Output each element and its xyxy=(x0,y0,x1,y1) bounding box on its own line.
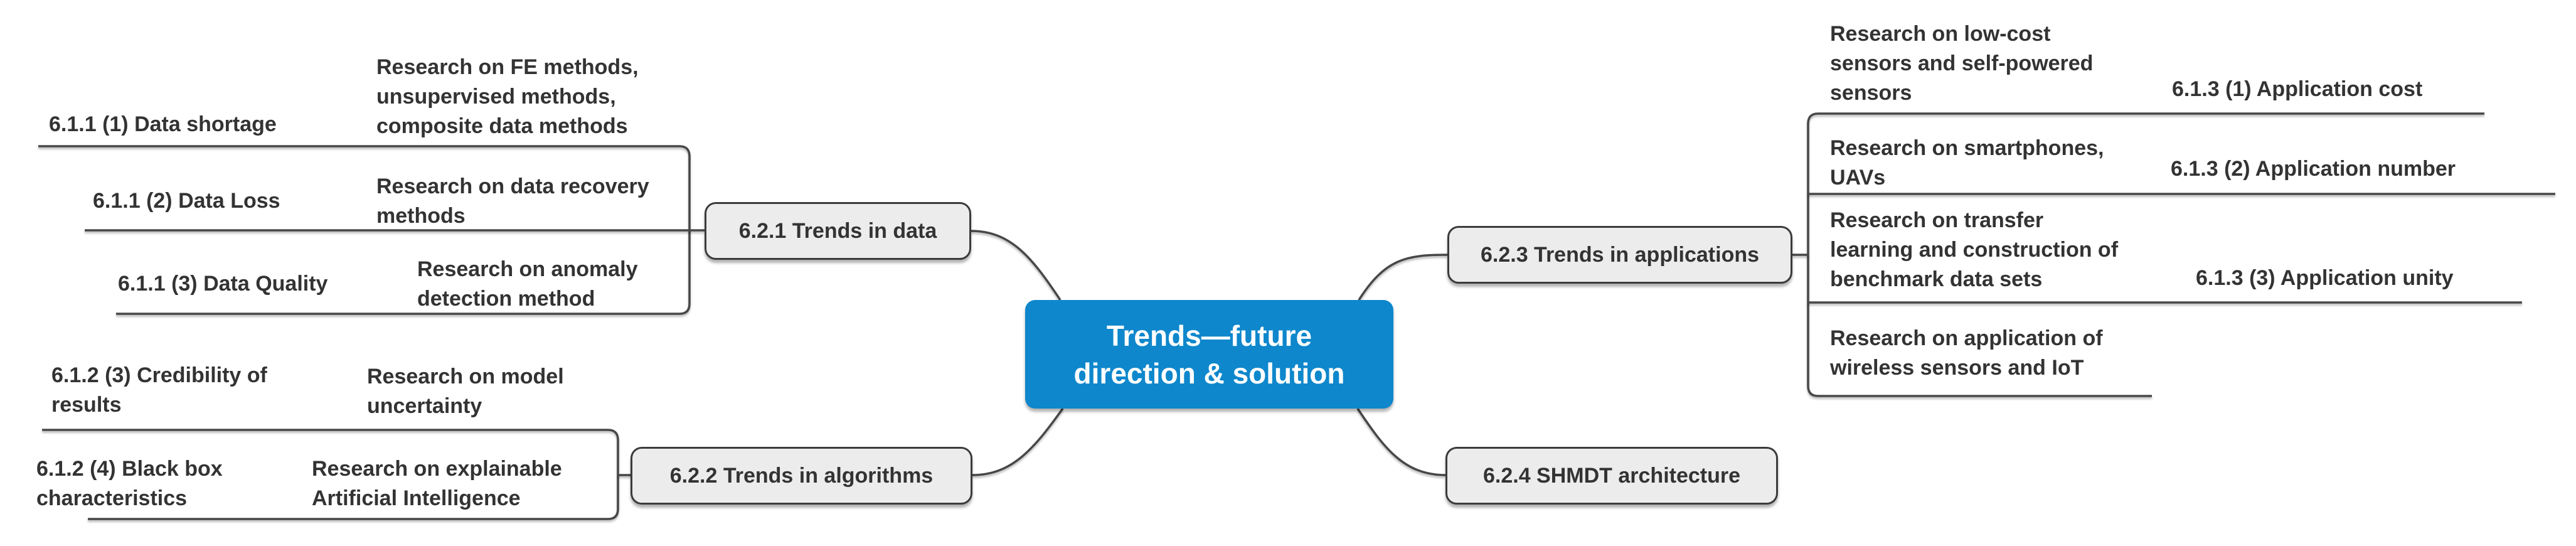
topic-trends-in-data[interactable]: 6.2.1 Trends in data xyxy=(705,202,971,260)
leaf-data-shortage-research: Research on FE methods, unsupervised met… xyxy=(376,55,639,138)
leaf-credibility-label[interactable]: 6.1.2 (3) Credibility of results xyxy=(51,363,267,417)
curve-central-to-architecture xyxy=(1356,408,1446,476)
leaf-black-box-label[interactable]: 6.1.2 (4) Black box characteristics xyxy=(36,457,223,510)
curve-central-to-applications xyxy=(1358,254,1448,301)
topic-trends-in-applications[interactable]: 6.2.3 Trends in applications xyxy=(1447,226,1792,284)
leaf-low-cost-sensors-research: Research on low-cost sensors and self-po… xyxy=(1830,22,2094,105)
topic-trends-in-algorithms[interactable]: 6.2.2 Trends in algorithms xyxy=(631,447,972,505)
leaf-wireless-iot-research: Research on application of wireless sens… xyxy=(1830,326,2103,380)
leaf-data-loss-research: Research on data recovery methods xyxy=(376,174,649,228)
topic-shmdt-architecture[interactable]: 6.2.4 SHMDT architecture xyxy=(1445,447,1778,505)
leaf-application-cost-label[interactable]: 6.1.3 (1) Application cost xyxy=(2172,77,2423,101)
central-topic[interactable]: Trends—future direction & solution xyxy=(1025,300,1393,409)
leaf-black-box-research: Research on explainable Artificial Intel… xyxy=(312,457,562,510)
leaf-data-shortage-label[interactable]: 6.1.1 (1) Data shortage xyxy=(49,112,277,136)
leaf-application-unity-label[interactable]: 6.1.3 (3) Application unity xyxy=(2196,266,2454,290)
leaf-transfer-learning-research: Research on transfer learning and constr… xyxy=(1830,208,2119,291)
leaf-credibility-research: Research on model uncertainty xyxy=(367,365,564,418)
leaf-application-number-label[interactable]: 6.1.3 (2) Application number xyxy=(2171,157,2456,181)
curve-data-to-central xyxy=(971,230,1062,301)
leaf-smartphones-uavs-research: Research on smartphones, UAVs xyxy=(1830,136,2104,190)
leaf-data-quality-research: Research on anomaly detection method xyxy=(417,257,638,311)
leaf-data-quality-label[interactable]: 6.1.1 (3) Data Quality xyxy=(118,272,328,296)
curve-algorithms-to-central xyxy=(972,407,1064,476)
leaf-data-loss-label[interactable]: 6.1.1 (2) Data Loss xyxy=(93,189,280,213)
